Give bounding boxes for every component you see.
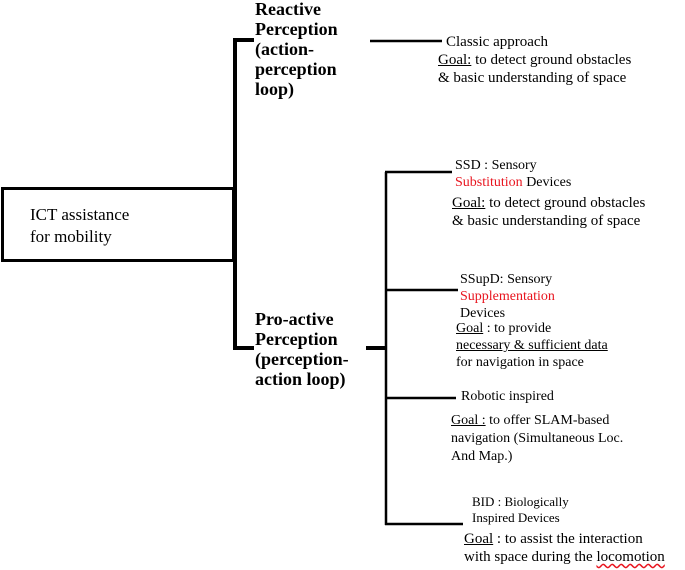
- ssd-title-rest: Devices: [522, 175, 572, 190]
- proactive-line3: (perception-: [255, 349, 349, 369]
- bid-title-line1: BID : Biologically: [472, 494, 569, 509]
- classic-approach-node: Classic approach Goal: to detect ground …: [438, 33, 632, 87]
- goal-text: to detect ground obstacles: [485, 195, 646, 211]
- ssd-node: SSD : Sensory Substitution Devices: [455, 157, 571, 191]
- bid-title-line2: Inspired Devices: [472, 510, 560, 525]
- goal-label: Goal: [464, 531, 494, 547]
- reactive-perception-label: Reactive Perception (action- perception …: [255, 0, 338, 99]
- reactive-line3: (action-: [255, 39, 314, 59]
- goal-label: Goal: [456, 321, 484, 336]
- classic-approach-title: Classic approach: [446, 34, 549, 50]
- bid-node: BID : Biologically Inspired Devices: [472, 494, 569, 526]
- ssupd-title-highlight: Supplementation: [460, 289, 555, 304]
- goal-label: Goal:: [452, 195, 486, 211]
- goal-label: Goal:: [438, 52, 472, 68]
- goal-text: with space during the: [464, 549, 597, 565]
- goal-text: navigation (Simultaneous Loc.: [451, 431, 624, 446]
- reactive-line2: Perception: [255, 19, 338, 39]
- root-label-line1: ICT assistance: [30, 205, 130, 224]
- ssupd-title-rest: Devices: [460, 306, 506, 321]
- ssd-goal: Goal: to detect ground obstacles & basic…: [452, 194, 645, 230]
- ssupd-goal: Goal : to provide necessary & sufficient…: [456, 320, 608, 371]
- goal-text: necessary & sufficient data: [456, 338, 608, 353]
- reactive-line1: Reactive: [255, 0, 321, 19]
- ssupd-title: SSupD: Sensory: [460, 272, 553, 287]
- goal-text: And Map.): [451, 449, 513, 464]
- proactive-perception-label: Pro-active Perception (perception- actio…: [255, 309, 349, 389]
- proactive-line1: Pro-active: [255, 309, 334, 329]
- proactive-line4: action loop): [255, 369, 346, 389]
- goal-text: : to provide: [483, 321, 552, 336]
- goal-text: & basic understanding of space: [438, 70, 627, 86]
- reactive-line5: loop): [255, 79, 295, 99]
- ssd-title: SSD : Sensory: [455, 158, 537, 173]
- goal-label: Goal :: [451, 413, 486, 428]
- root-node-label: ICT assistance for mobility: [30, 204, 129, 248]
- root-label-line2: for mobility: [30, 227, 112, 246]
- goal-text: & basic understanding of space: [452, 213, 641, 229]
- robotic-goal: Goal : to offer SLAM-based navigation (S…: [451, 412, 623, 466]
- proactive-line2: Perception: [255, 329, 338, 349]
- ssd-title-highlight: Substitution: [455, 175, 523, 190]
- bid-goal: Goal : to assist the interaction with sp…: [464, 530, 665, 566]
- goal-text: to offer SLAM-based: [485, 413, 610, 428]
- goal-text-flagged: locomotion: [596, 549, 665, 565]
- ssupd-node: SSupD: Sensory Supplementation Devices: [460, 271, 555, 322]
- root-node-box: ICT assistance for mobility: [1, 187, 235, 262]
- goal-text: : to assist the interaction: [493, 531, 643, 547]
- robotic-inspired-title: Robotic inspired: [461, 389, 554, 404]
- goal-text: for navigation in space: [456, 355, 584, 370]
- goal-text: to detect ground obstacles: [471, 52, 632, 68]
- reactive-line4: perception: [255, 59, 337, 79]
